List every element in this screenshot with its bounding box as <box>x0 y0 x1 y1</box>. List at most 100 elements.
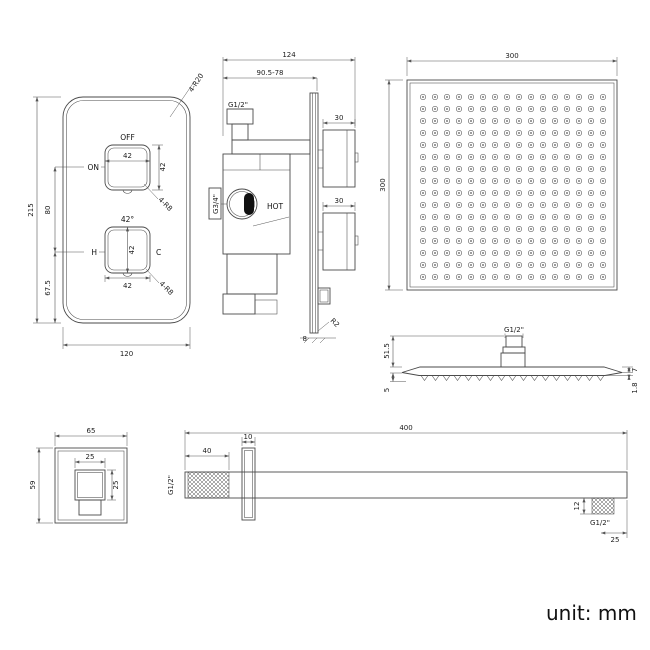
cartridge-mark <box>244 193 254 215</box>
arm-thread-right <box>591 497 615 515</box>
knob-radius-leader <box>143 183 159 200</box>
head-outline <box>406 79 618 291</box>
knob-radius-leader <box>145 268 160 284</box>
dim-head-width: 300 <box>505 52 518 60</box>
connector-nut <box>502 346 526 354</box>
valve-foot-step <box>254 299 278 315</box>
ground-hatch <box>311 337 318 344</box>
dim-depth-range: 90.5-78 <box>256 69 283 77</box>
outlet-boss-inner <box>77 472 103 498</box>
radius-leader <box>317 321 330 332</box>
bottom-knob-notch <box>122 272 133 277</box>
top-knob-notch <box>122 189 133 194</box>
top-knob-outline <box>104 144 151 191</box>
dim-knob-spacing: 80 <box>44 206 52 215</box>
dim-outlet-height: 59 <box>29 481 37 490</box>
label-cold: C <box>156 248 161 257</box>
valve-bottom-knob: 42° H C 42 42 4-R8 <box>91 215 174 297</box>
head-profile <box>401 366 623 376</box>
dim-knob-depth: 30 <box>335 114 344 122</box>
label-arm-thread-left: G1/2" <box>167 475 175 495</box>
dim-boss-width: 25 <box>86 453 95 461</box>
valve-plate-inner <box>66 100 187 320</box>
dim-boss-height: 25 <box>112 481 120 490</box>
nozzle-row <box>419 375 606 382</box>
valve-top-knob: OFF 42 42 4-R8 <box>104 133 174 213</box>
knob-profile <box>322 212 356 271</box>
head-inner-outline <box>409 82 615 288</box>
dim-total-depth: 124 <box>282 51 296 59</box>
outlet-plate-inner <box>57 450 125 521</box>
knob-nub <box>354 152 359 163</box>
label-on: ON <box>87 163 99 172</box>
view-wall-outlet: 65 59 25 25 <box>29 427 128 524</box>
knob-nub <box>354 235 359 246</box>
view-valve-front: 4-R20 OFF 42 42 4-R8 ON 42° H C <box>27 72 205 358</box>
dim-knob-height: 42 <box>159 163 167 172</box>
dim-knob-radius: 4-R8 <box>158 280 175 297</box>
valve-plate-outline <box>62 96 191 324</box>
dim-outlet-stub-height: 12 <box>573 502 581 511</box>
arm-tube <box>184 471 628 499</box>
connector-stub <box>505 335 523 348</box>
view-head-top: 300 300 <box>379 52 618 291</box>
dim-thread-length: 40 <box>203 447 212 455</box>
label-top-inlet: G1/2" <box>228 101 248 109</box>
label-off: OFF <box>120 133 135 142</box>
arm-thread-left <box>187 471 230 499</box>
wall-plate <box>309 92 319 334</box>
side-knob-top: 30 <box>318 114 359 188</box>
label-side-inlet: G3/4" <box>212 194 220 214</box>
side-inlet-boss-inner <box>229 191 255 217</box>
outlet-boss <box>74 469 106 501</box>
knob-profile <box>322 129 356 188</box>
label-arm-thread-right: G1/2" <box>590 519 610 527</box>
dim-knob-width: 42 <box>123 282 132 290</box>
unit-note: unit: mm <box>546 601 637 625</box>
dim-head-height: 300 <box>379 178 387 191</box>
dim-head-thickness: 1.8 <box>631 382 639 393</box>
mount-bracket <box>231 139 311 155</box>
outlet-plate <box>54 447 128 524</box>
dim-arm-length: 400 <box>399 424 412 432</box>
dim-bottom-offset: 67.5 <box>44 280 52 296</box>
dim-knob-width: 42 <box>123 152 132 160</box>
corner-radius-leader <box>169 81 195 118</box>
outlet-fitting <box>317 287 331 305</box>
dim-plate-width: 120 <box>120 350 133 358</box>
dim-plate-height: 215 <box>27 203 35 216</box>
view-shower-arm: G1/2" 40 10 400 12 G1/2" 25 <box>167 424 628 544</box>
valve-body-lower <box>226 253 278 295</box>
dim-end-offset: 25 <box>611 536 620 544</box>
arm-flange <box>241 447 256 521</box>
outlet-fitting-inner <box>319 289 329 303</box>
top-inlet-neck <box>231 123 249 141</box>
label-hot: H <box>91 248 97 257</box>
ground-hatch <box>319 337 326 344</box>
dim-head-rim: 7 <box>631 368 639 372</box>
valve-front-dims: 215 80 67.5 120 <box>27 96 191 358</box>
dim-knob-depth: 30 <box>335 197 344 205</box>
outlet-thread <box>78 499 102 516</box>
dim-knob-radius: 4-R8 <box>157 196 174 213</box>
dim-knob-height: 42 <box>128 246 136 255</box>
side-knob-bottom: 30 <box>318 197 359 271</box>
view-head-side: G1/2" 51.5 5 7 1.8 <box>383 326 639 394</box>
side-inlet-label-box <box>208 187 222 220</box>
view-valve-side: 124 90.5-78 G1/2" G3/4" HOT <box>208 51 359 344</box>
arm-flange-inner <box>244 450 253 518</box>
dim-flange-width: 10 <box>244 433 253 441</box>
dim-edge-radius: R2 <box>329 317 341 329</box>
hot-leader <box>252 216 290 227</box>
dim-head-profile-height: 51.5 <box>383 343 391 359</box>
nozzle-grid <box>416 89 609 282</box>
label-temp: 42° <box>121 215 135 224</box>
label-hot-inlet: HOT <box>267 202 284 211</box>
valve-foot <box>222 293 256 315</box>
dim-plate-thickness: 8 <box>303 335 307 343</box>
dim-head-edge: 5 <box>383 388 391 392</box>
ground-hatch <box>303 337 310 344</box>
dim-outlet-width: 65 <box>87 427 96 435</box>
